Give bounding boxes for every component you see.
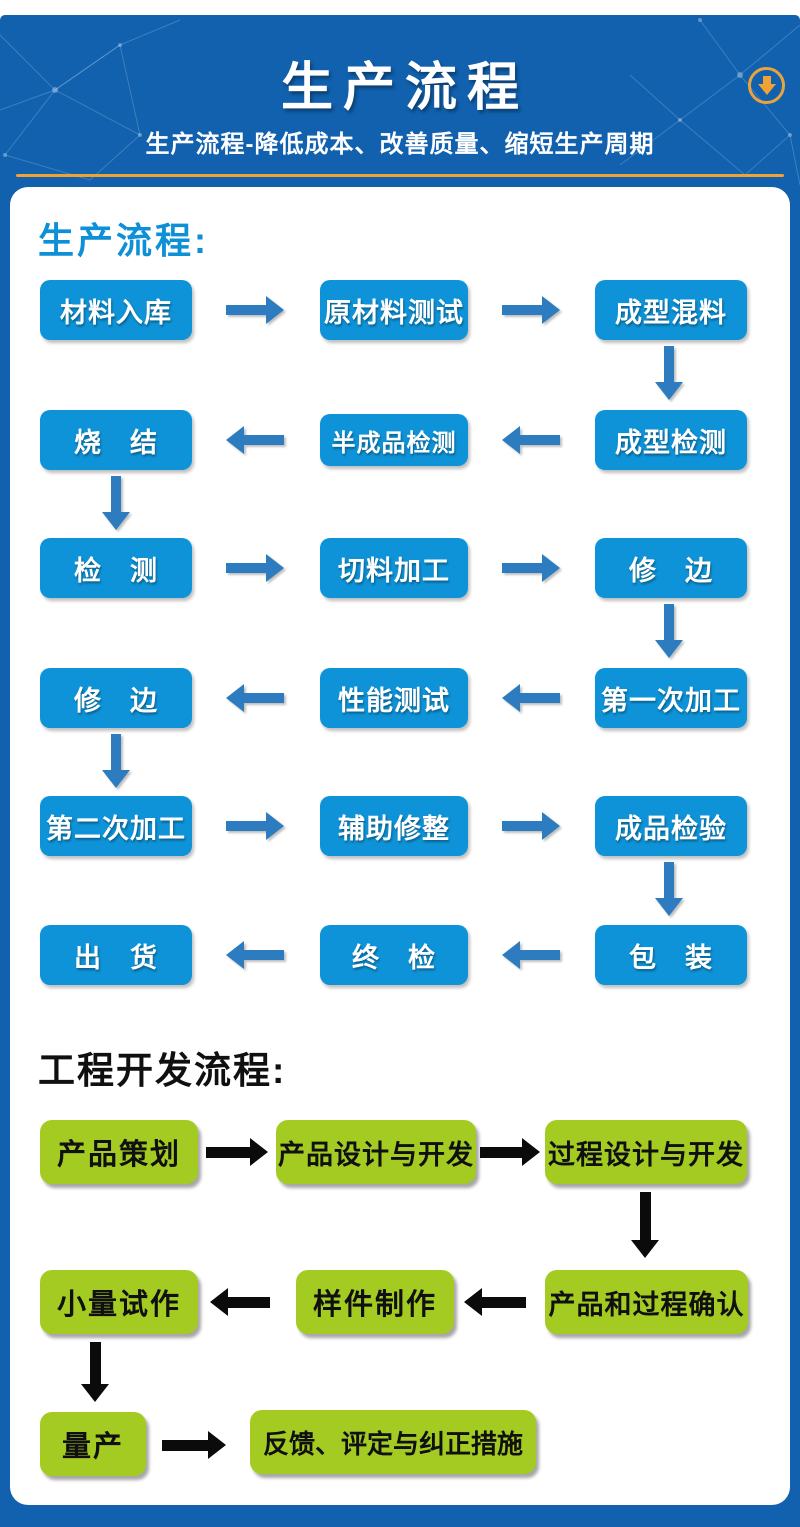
eng-step-small-batch-trial: 小量试作 <box>40 1270 198 1334</box>
eng-step-sample-production: 样件制作 <box>296 1270 454 1334</box>
arrow-down-icon <box>654 604 684 658</box>
eng-step-product-planning: 产品策划 <box>40 1120 198 1184</box>
arrow-down-icon <box>654 862 684 916</box>
flow-step-trimming-2: 修 边 <box>40 668 192 728</box>
eng-step-feedback-corrective-actions: 反馈、评定与纠正措施 <box>250 1410 536 1474</box>
eng-step-process-design-development: 过程设计与开发 <box>545 1120 747 1184</box>
scroll-down-icon[interactable] <box>748 67 785 104</box>
arrow-left-icon <box>502 426 560 454</box>
flow-step-finished-product-inspection: 成品检验 <box>595 796 747 856</box>
arrow-left-icon <box>226 941 284 969</box>
arrow-right-icon <box>226 554 284 582</box>
arrow-right-icon <box>502 812 560 840</box>
flow-step-first-processing: 第一次加工 <box>595 668 747 728</box>
eng-step-product-design-development: 产品设计与开发 <box>276 1120 476 1184</box>
arrow-down-icon <box>101 476 131 530</box>
arrow-left-icon <box>210 1287 270 1317</box>
arrow-left-icon <box>226 426 284 454</box>
production-flow-heading: 生产流程: <box>38 220 209 261</box>
arrow-right-icon <box>226 296 284 324</box>
arrow-left-icon <box>502 941 560 969</box>
flow-step-second-processing: 第二次加工 <box>40 796 192 856</box>
eng-step-product-process-validation: 产品和过程确认 <box>545 1270 748 1334</box>
flow-step-trimming: 修 边 <box>595 538 747 598</box>
arrow-down-icon <box>101 734 131 788</box>
arrow-right-icon <box>162 1430 226 1460</box>
flow-step-cutting-processing: 切料加工 <box>320 538 468 598</box>
gold-divider <box>16 174 784 177</box>
arrow-left-icon <box>464 1287 526 1317</box>
flow-step-semi-finished-inspection: 半成品检测 <box>320 414 468 466</box>
arrow-right-icon <box>502 554 560 582</box>
flow-step-sintering: 烧 结 <box>40 410 192 470</box>
flow-step-molding-inspection: 成型检测 <box>595 410 747 470</box>
footer-bar <box>0 1505 800 1527</box>
arrow-left-icon <box>502 684 560 712</box>
arrow-down-icon <box>80 1342 110 1402</box>
page-title: 生产流程 <box>280 59 529 117</box>
eng-step-mass-production: 量产 <box>40 1412 146 1476</box>
arrow-right-icon <box>480 1137 540 1167</box>
flow-step-auxiliary-finishing: 辅助修整 <box>320 796 468 856</box>
arrow-down-icon <box>654 346 684 400</box>
arrow-right-icon <box>226 812 284 840</box>
flow-step-molding-mixing: 成型混料 <box>595 280 747 340</box>
arrow-right-icon <box>502 296 560 324</box>
arrow-left-icon <box>226 684 284 712</box>
engineering-flow-heading: 工程开发流程: <box>38 1050 287 1091</box>
flow-step-shipment: 出 货 <box>40 925 192 985</box>
flow-step-raw-material-testing: 原材料测试 <box>320 280 468 340</box>
flow-step-inspection: 检 测 <box>40 538 192 598</box>
arrow-right-icon <box>206 1137 268 1167</box>
flow-step-material-storage: 材料入库 <box>40 280 192 340</box>
flow-step-final-inspection: 终 检 <box>320 925 468 985</box>
page-subtitle: 生产流程-降低成本、改善质量、缩短生产周期 <box>145 131 655 158</box>
flow-step-performance-testing: 性能测试 <box>320 668 468 728</box>
arrow-down-icon <box>630 1192 660 1258</box>
flow-step-packaging: 包 装 <box>595 925 747 985</box>
